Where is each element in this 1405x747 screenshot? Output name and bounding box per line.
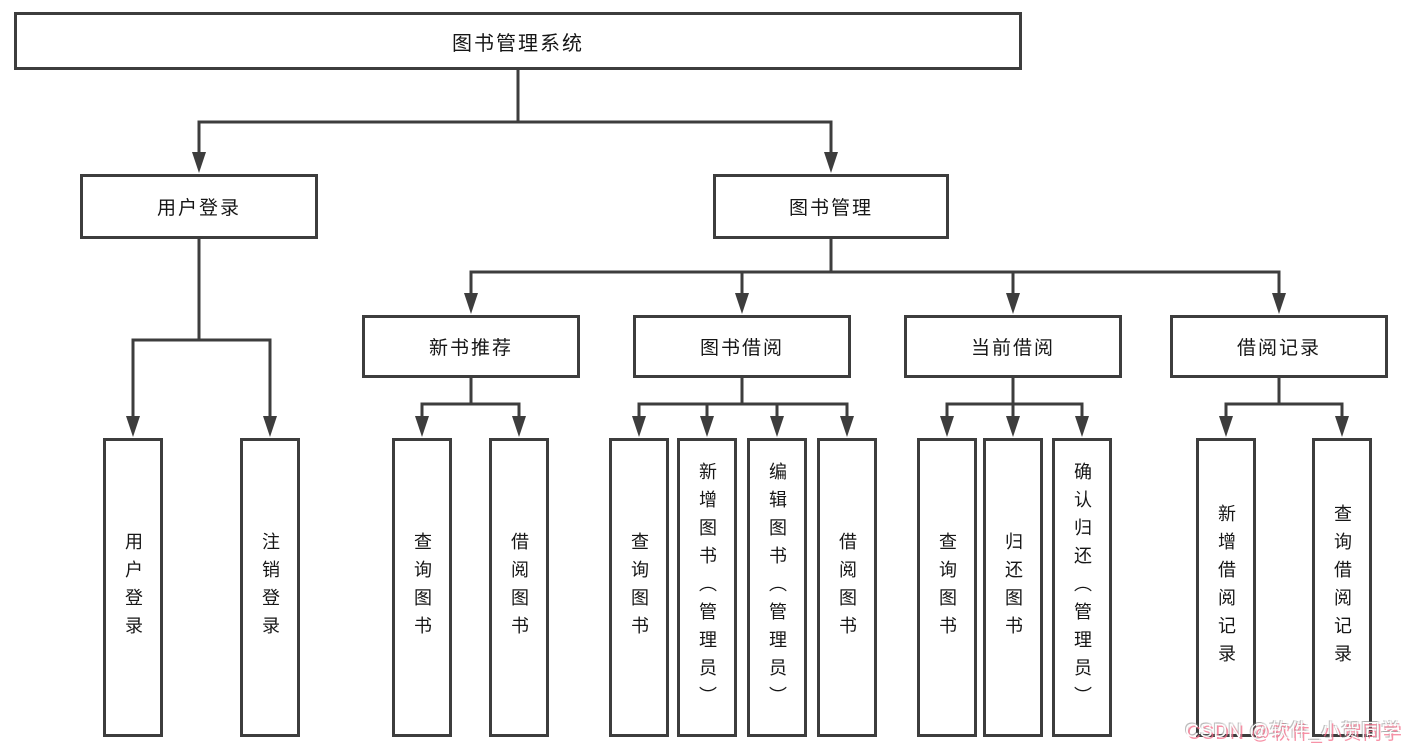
connector-records-bar <box>1224 402 1344 418</box>
leaf-label: 查询图书 <box>412 531 432 644</box>
node-label: 当前借阅 <box>970 338 1055 359</box>
leaf-label: 新增借阅记录 <box>1216 503 1236 672</box>
arrow-leaf-11 <box>1075 416 1089 437</box>
arrow-book-mgmt <box>824 152 838 173</box>
leaf-confirm-return-admin: 确认归还（管理员） <box>1052 438 1112 737</box>
connector-recommend-bar <box>420 402 521 418</box>
leaf-borrow-books-recommend: 借阅图书 <box>489 438 549 737</box>
arrow-leaf-8 <box>840 416 854 437</box>
node-borrow-records: 借阅记录 <box>1170 315 1388 378</box>
leaf-label: 查询借阅记录 <box>1332 503 1352 672</box>
node-book-management: 图书管理 <box>713 174 949 239</box>
leaf-add-books-admin: 新增图书（管理员） <box>677 438 737 737</box>
arrow-leaf-6 <box>700 416 714 437</box>
arrow-recommend <box>464 293 478 314</box>
leaf-label: 查询图书 <box>629 531 649 644</box>
node-current-borrow: 当前借阅 <box>904 315 1122 378</box>
node-book-borrow: 图书借阅 <box>633 315 851 378</box>
connector-level3-bar <box>469 270 1281 295</box>
leaf-label: 借阅图书 <box>837 531 857 644</box>
leaf-logout: 注销登录 <box>240 438 300 737</box>
leaf-query-books-current: 查询图书 <box>917 438 977 737</box>
arrow-leaf-7 <box>770 416 784 437</box>
leaf-query-books-borrow: 查询图书 <box>609 438 669 737</box>
arrow-leaf-13 <box>1335 416 1349 437</box>
arrow-leaf-12 <box>1219 416 1233 437</box>
leaf-user-login: 用户登录 <box>103 438 163 737</box>
leaf-label: 注销登录 <box>260 531 280 644</box>
connector-borrow-bar <box>637 402 849 418</box>
leaf-label: 用户登录 <box>123 531 143 644</box>
leaf-label: 新增图书（管理员） <box>697 461 717 714</box>
leaf-label: 确认归还（管理员） <box>1072 461 1092 714</box>
arrow-leaf-1 <box>126 416 140 437</box>
arrow-leaf-4 <box>512 416 526 437</box>
leaf-label: 编辑图书（管理员） <box>767 461 787 714</box>
arrowheads <box>126 152 1349 437</box>
arrow-current-borrow <box>1006 293 1020 314</box>
arrow-leaf-9 <box>940 416 954 437</box>
node-label: 新书推荐 <box>428 338 513 359</box>
leaf-borrow-books: 借阅图书 <box>817 438 877 737</box>
csdn-watermark: CSDN @软件_小贺同学 <box>1185 721 1401 742</box>
node-system-root: 图书管理系统 <box>14 12 1022 70</box>
node-label: 用户登录 <box>156 198 241 219</box>
connector-level2-bar <box>197 120 833 154</box>
leaf-add-borrow-record: 新增借阅记录 <box>1196 438 1256 737</box>
leaf-label: 归还图书 <box>1003 531 1023 644</box>
arrow-leaf-10 <box>1006 416 1020 437</box>
node-label: 图书借阅 <box>699 338 784 359</box>
leaf-label: 查询图书 <box>937 531 957 644</box>
arrow-book-borrow <box>735 293 749 314</box>
arrow-leaf-2 <box>263 416 277 437</box>
node-new-book-recommend: 新书推荐 <box>362 315 580 378</box>
leaf-edit-books-admin: 编辑图书（管理员） <box>747 438 807 737</box>
arrow-leaf-3 <box>415 416 429 437</box>
node-user-login: 用户登录 <box>80 174 318 239</box>
arrow-borrow-records <box>1272 293 1286 314</box>
leaf-label: 借阅图书 <box>509 531 529 644</box>
node-label: 借阅记录 <box>1236 338 1321 359</box>
leaf-return-books: 归还图书 <box>983 438 1043 737</box>
node-label: 图书管理 <box>788 198 873 219</box>
leaf-query-borrow-record: 查询借阅记录 <box>1312 438 1372 737</box>
leaf-query-books-recommend: 查询图书 <box>392 438 452 737</box>
node-label: 图书管理系统 <box>452 32 584 55</box>
connector-user-login-bar <box>131 338 272 418</box>
arrow-leaf-5 <box>632 416 646 437</box>
arrow-user-login <box>192 152 206 173</box>
